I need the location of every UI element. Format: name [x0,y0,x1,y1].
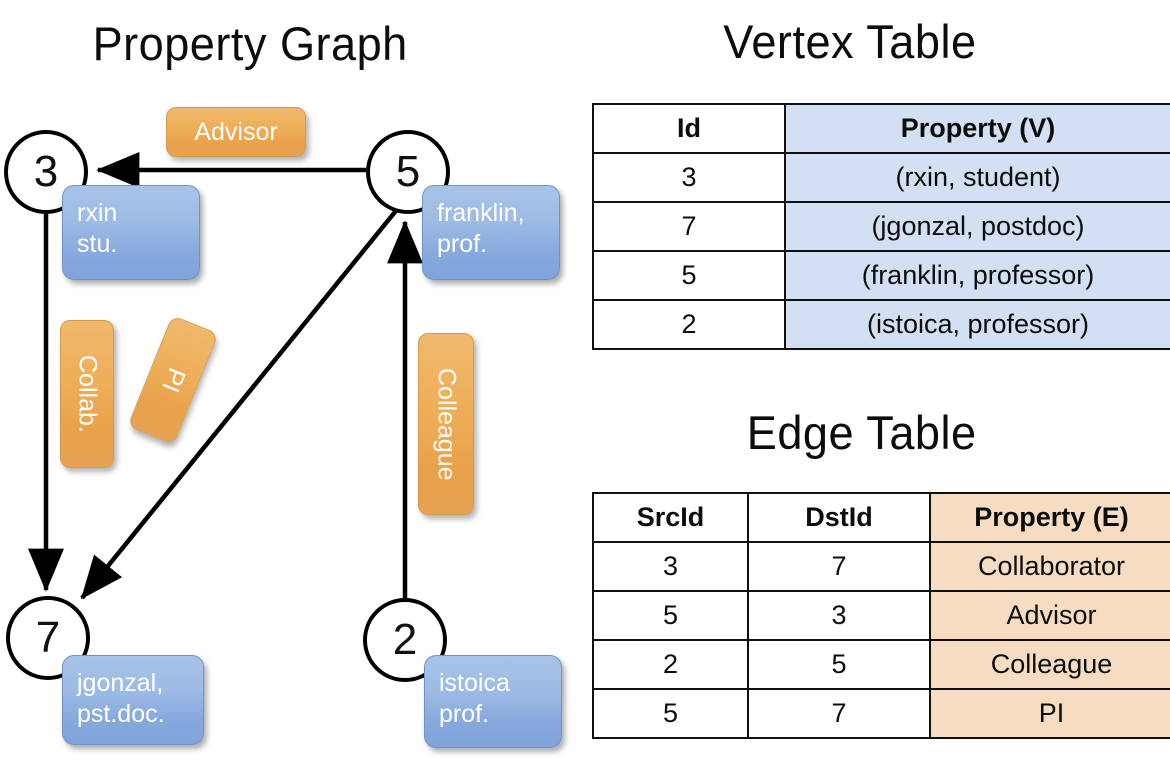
table-row: 2 5 Colleague [592,639,1170,690]
table-row: 5 7 PI [592,688,1170,739]
edge-label-collab: Collab. [60,320,114,468]
page-title-edge-table: Edge Table [746,406,977,459]
edge-table-header-property: Property (E) [929,492,1170,543]
edge-table-header-dstid: DstId [747,492,931,543]
table-row: 2 (istoica, professor) [592,299,1170,350]
edge-table-cell-dstid: 7 [747,541,931,592]
edge-table-cell-srcid: 5 [592,590,749,641]
vertex-property-box-istoica: istoica prof. [424,655,562,748]
edge-table-cell-property: Collaborator [929,541,1170,592]
edge-label-collab-text: Collab. [73,355,102,433]
edge-table-cell-srcid: 5 [592,688,749,739]
vertex-table-cell-id: 2 [592,299,786,350]
vertex-table-cell-id: 3 [592,152,786,203]
table-header-row: Id Property (V) [592,103,1170,154]
vertex-table: Id Property (V) 3 (rxin, student) 7 (jgo… [592,103,1170,350]
vertex-property-box-rxin: rxin stu. [62,185,200,280]
graph-vertex-5[interactable]: 5 [366,130,450,214]
edge-table-cell-property: Advisor [929,590,1170,641]
table-row: 3 (rxin, student) [592,152,1170,203]
vertex-table-cell-property: (istoica, professor) [784,299,1170,350]
vertex-table-header-id: Id [592,103,786,154]
edge-label-advisor: Advisor [166,107,306,157]
vertex-property-line-1: franklin, [437,199,525,227]
graph-edge-lines [28,152,423,600]
vertex-property-line-1: rxin [77,199,118,227]
page-title-property-graph: Property Graph [92,17,408,70]
vertex-property-line-1: jgonzal, [77,669,164,697]
edge-table-cell-dstid: 7 [747,688,931,739]
page-title-vertex-table: Vertex Table [723,15,977,68]
graph-vertex-2[interactable]: 2 [363,598,447,682]
vertex-table-cell-property: (jgonzal, postdoc) [784,201,1170,252]
vertex-table-header-property: Property (V) [784,103,1170,154]
vertex-table-cell-property: (rxin, student) [784,152,1170,203]
vertex-property-box-franklin: franklin, prof. [422,185,560,280]
edge-table-header-srcid: SrcId [592,492,749,543]
edge-label-pi-text: PI [156,363,191,397]
edge-line-5-to-7 [80,205,401,600]
vertex-property-line-2: pst.doc. [77,699,165,728]
vertex-property-line-2: prof. [439,699,490,728]
vertex-table-cell-property: (franklin, professor) [784,250,1170,301]
edge-table-cell-property: PI [929,688,1170,739]
vertex-table-cell-id: 7 [592,201,786,252]
edge-table-cell-property: Colleague [929,639,1170,690]
edge-table-cell-srcid: 2 [592,639,749,690]
vertex-property-line-2: prof. [437,229,488,258]
vertex-table-cell-id: 5 [592,250,786,301]
vertex-property-box-jgonzal: jgonzal, pst.doc. [62,655,204,745]
edge-label-colleague: Colleague [418,333,474,515]
table-row: 7 (jgonzal, postdoc) [592,201,1170,252]
vertex-property-line-1: istoica [439,669,510,697]
property-graph-diagram: 3 5 7 2 rxin stu. franklin, prof. jgonza… [4,107,562,748]
edge-label-colleague-text: Colleague [432,367,461,481]
table-row: 5 (franklin, professor) [592,250,1170,301]
vertex-property-line-2: stu. [77,229,118,258]
edge-table-cell-dstid: 5 [747,639,931,690]
edge-table-cell-srcid: 3 [592,541,749,592]
edge-table: SrcId DstId Property (E) 3 7 Collaborato… [592,492,1170,739]
table-row: 5 3 Advisor [592,590,1170,641]
edge-table-cell-dstid: 3 [747,590,931,641]
table-row: 3 7 Collaborator [592,541,1170,592]
table-header-row: SrcId DstId Property (E) [592,492,1170,543]
